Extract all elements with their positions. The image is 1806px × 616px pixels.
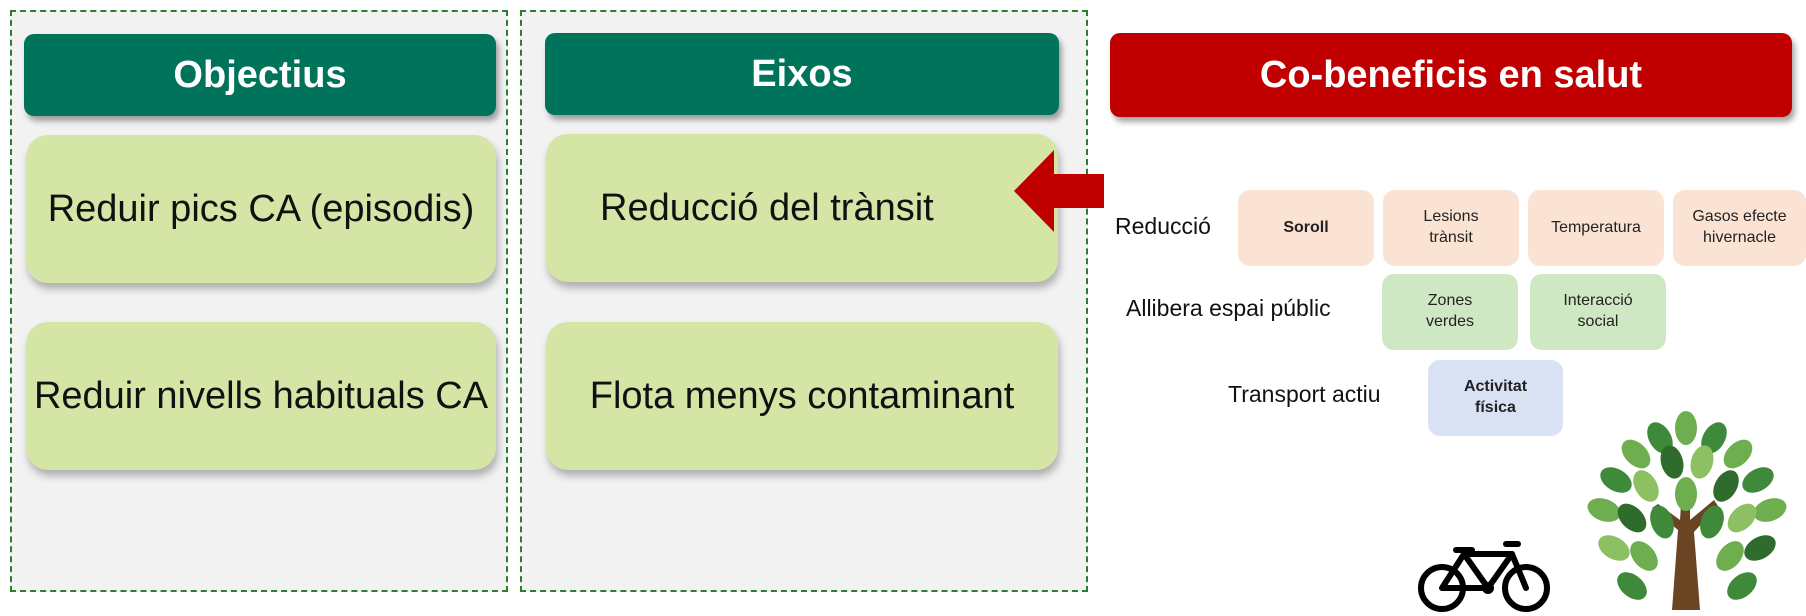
cobeneficis-header: Co-beneficis en salut (1110, 33, 1792, 117)
chip-soroll: Soroll (1238, 190, 1374, 266)
objectius-item: Reduir nivells habituals CA (26, 322, 496, 470)
chip-temperatura: Temperatura (1528, 190, 1664, 266)
row-label-allibera-espai-public: Allibera espai públic (1126, 295, 1331, 321)
chip-interaccio-social: Interacció social (1530, 274, 1666, 350)
row-label-reduccio: Reducció (1115, 213, 1211, 239)
tree-icon (1587, 411, 1787, 610)
left-arrow-icon (1014, 150, 1104, 232)
chip-lesions-transit: Lesions trànsit (1383, 190, 1519, 266)
row-label-transport-actiu: Transport actiu (1228, 381, 1381, 407)
eixos-item: Flota menys contaminant (546, 322, 1058, 470)
eixos-item: Reducció del trànsit (546, 134, 1058, 282)
objectius-item: Reduir pics CA (episodis) (26, 135, 496, 283)
chip-gasos-efecte-hivernacle: Gasos efecte hivernacle (1673, 190, 1806, 266)
eixos-header: Eixos (545, 33, 1059, 115)
chip-activitat-fisica: Activitat física (1428, 360, 1563, 436)
bicycle-icon (1418, 541, 1550, 612)
chip-zones-verdes: Zones verdes (1382, 274, 1518, 350)
objectius-header: Objectius (24, 34, 496, 116)
